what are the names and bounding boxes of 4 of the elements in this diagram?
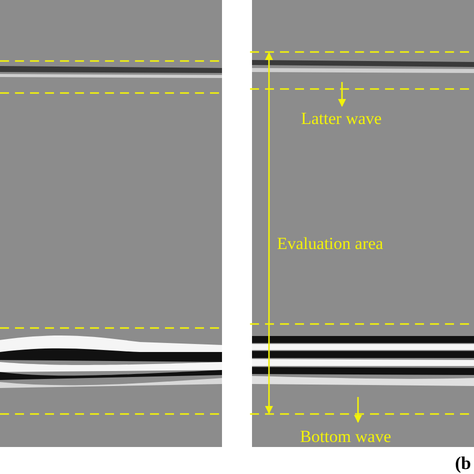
panel-label: (b [455,454,472,472]
annotation: Evaluation area [277,235,384,252]
annotation: Bottom wave [300,428,392,445]
annotation: Latter wave [301,110,382,127]
